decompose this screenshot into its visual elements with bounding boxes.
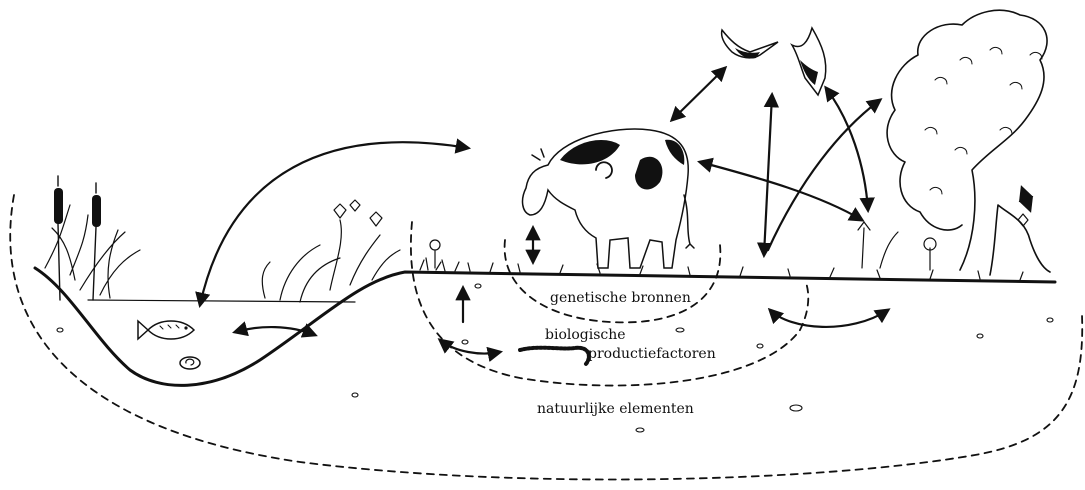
cow-icon — [523, 129, 694, 268]
worm-icon — [520, 348, 589, 365]
genetic-resources-boundary — [505, 240, 721, 322]
fish-icon — [138, 321, 194, 339]
reed-icon — [45, 176, 140, 300]
biological-factors-label-line2: productiefactoren — [588, 346, 716, 362]
biological-factors-label-line1: biologische — [545, 327, 626, 343]
flower-icon — [430, 222, 936, 270]
bird-icon — [722, 30, 778, 59]
water-surface — [88, 300, 355, 302]
tree-icon — [887, 10, 1050, 275]
genetic-resources-label: genetische bronnen — [550, 290, 691, 306]
natural-elements-label: natuurlijke elementen — [537, 401, 694, 417]
flower-icon — [262, 200, 400, 302]
snail-icon — [180, 357, 200, 369]
bird-icon — [792, 28, 826, 95]
